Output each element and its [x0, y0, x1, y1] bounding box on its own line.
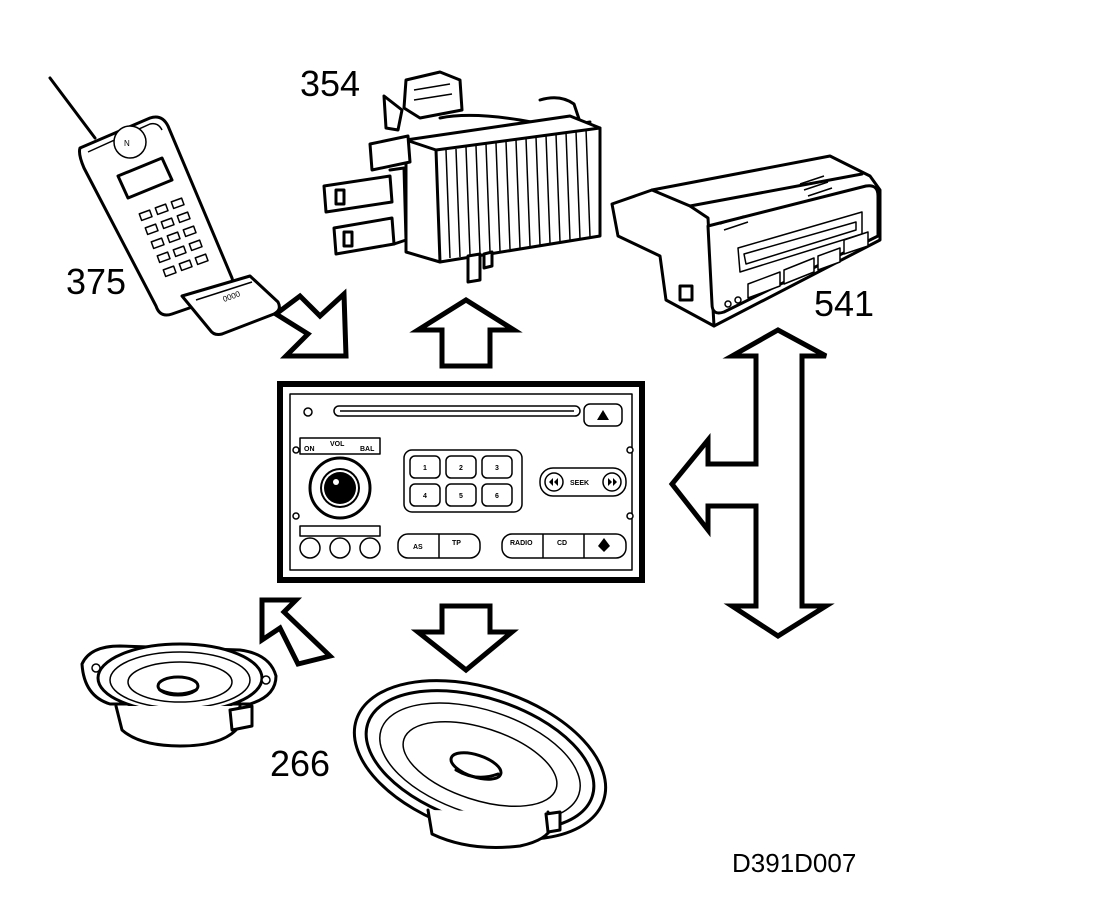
arrow-display-radio-bidirectional	[668, 327, 835, 639]
preset-buttons: 1 2 3 4 5 6	[409, 455, 513, 507]
amplifier-icon	[322, 70, 602, 284]
arrow-radio-to-speakers-bottom	[410, 603, 519, 674]
mobile-phone-icon: N 0000	[48, 76, 281, 336]
speaker-icon	[352, 679, 608, 849]
preset-5-label: 5	[459, 493, 463, 500]
preset-1-label: 1	[423, 465, 427, 472]
figure-reference-code: D391D007	[732, 848, 856, 878]
phone-keypad	[138, 197, 209, 278]
arrow-radio-to-amplifier	[409, 297, 523, 369]
preset-2-label: 2	[459, 465, 463, 472]
radio-on-label: ON	[304, 446, 315, 453]
seek-label: SEEK	[570, 480, 589, 487]
label-amplifier: 354	[300, 63, 360, 104]
preset-4-label: 4	[423, 493, 427, 500]
cd-label: CD	[557, 540, 567, 547]
preset-6-label: 6	[495, 493, 499, 500]
preset-3-label: 3	[495, 465, 499, 472]
label-display: 541	[814, 283, 874, 324]
speaker-icon	[80, 642, 278, 748]
as-label: AS	[413, 544, 423, 551]
svg-text:N: N	[124, 139, 130, 148]
radio-vol-label: VOL	[330, 441, 345, 448]
radio-label: RADIO	[510, 540, 533, 547]
amplifier-fins	[445, 128, 591, 259]
label-phone: 375	[66, 261, 126, 302]
tp-label: TP	[452, 540, 461, 547]
info-display-icon	[610, 154, 882, 328]
label-speakers: 266	[270, 743, 330, 784]
arrow-phone-to-radio	[271, 288, 349, 359]
radio-bal-label: BAL	[360, 446, 375, 453]
radio-head-unit-icon: ON VOL BAL 1 2 3 4 5 6 SEEK	[277, 381, 645, 583]
arrow-radio-to-speakers-left	[259, 597, 336, 667]
